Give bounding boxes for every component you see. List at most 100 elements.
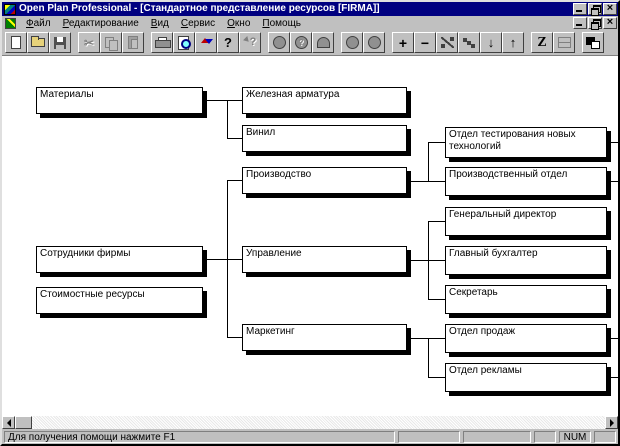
connector-line xyxy=(227,180,228,338)
down-icon: ↓ xyxy=(487,35,495,50)
status-message: Для получения помощи нажмите F1 xyxy=(4,430,395,443)
copy-button xyxy=(100,32,122,53)
statusbar: Для получения помощи нажмите F1 NUM xyxy=(2,429,618,444)
open-file-button[interactable] xyxy=(27,32,49,53)
app-icon[interactable] xyxy=(4,3,16,15)
up-icon: ↑ xyxy=(509,35,517,50)
quad-icon xyxy=(557,37,571,48)
resource-node[interactable]: Главный бухгалтер xyxy=(445,246,607,275)
link-resources-button[interactable] xyxy=(436,32,458,53)
window-title: Open Plan Professional - [Стандартное пр… xyxy=(19,3,380,14)
scrollbar-thumb[interactable] xyxy=(15,416,32,429)
resource-circle-button xyxy=(268,32,290,53)
print-preview-button[interactable] xyxy=(173,32,195,53)
menu-item-сервис[interactable]: Сервис xyxy=(180,17,216,29)
resource-node[interactable]: Железная арматура xyxy=(242,87,407,114)
mdi-restore-button[interactable] xyxy=(588,17,602,30)
zigzag-view-button[interactable]: Z xyxy=(531,32,553,53)
connector-line xyxy=(611,142,618,143)
toolbar-group: ? xyxy=(268,32,334,53)
exchange-icon xyxy=(200,37,213,48)
resource-node[interactable]: Генеральный директор xyxy=(445,207,607,236)
arch-icon xyxy=(316,37,330,48)
resource-node[interactable]: Сотрудники фирмы xyxy=(36,246,203,273)
status-indicator xyxy=(463,430,531,443)
z-icon: Z xyxy=(537,34,547,50)
resource-node[interactable]: Производство xyxy=(242,167,407,194)
cut-icon: ✂ xyxy=(83,35,95,50)
copy-icon xyxy=(105,36,118,51)
connector-line xyxy=(428,142,445,143)
resource-node[interactable]: Отдел рекламы xyxy=(445,363,607,392)
connector-line xyxy=(227,337,242,338)
menu-item-вид[interactable]: Вид xyxy=(150,17,169,29)
outline-levels-button[interactable] xyxy=(458,32,480,53)
resource-node[interactable]: Стоимостные ресурсы xyxy=(36,287,203,314)
steps-icon xyxy=(463,37,467,42)
ctxhelp-icon: ? xyxy=(244,37,257,48)
resource-node[interactable]: Винил xyxy=(242,125,407,152)
resource-node[interactable]: Производственный отдел xyxy=(445,167,607,196)
toolbar-group: ✂ xyxy=(78,32,144,53)
resource-node[interactable]: Секретарь xyxy=(445,285,607,314)
resource-node[interactable]: Управление xyxy=(242,246,407,273)
preview-icon xyxy=(177,36,191,50)
connector-line xyxy=(428,338,429,378)
new-icon xyxy=(11,36,21,49)
mdi-minimize-button[interactable] xyxy=(573,17,587,29)
connector-line xyxy=(428,221,445,222)
connector-line xyxy=(611,181,618,182)
resource-node[interactable]: Маркетинг xyxy=(242,324,407,351)
mdi-document-icon[interactable] xyxy=(5,17,16,29)
toolbar-group xyxy=(341,32,385,53)
close-button[interactable] xyxy=(603,2,617,15)
resource-circle-query-button: ? xyxy=(290,32,312,53)
scroll-left-button[interactable] xyxy=(2,416,15,429)
minimize-button[interactable] xyxy=(573,3,587,15)
restore-button[interactable] xyxy=(588,3,602,16)
toolbar-group: +− ↓ ↑ xyxy=(392,32,524,53)
circle-icon xyxy=(367,36,381,49)
connector-line xyxy=(428,221,429,300)
context-help-button: ? xyxy=(239,32,261,53)
circle-icon xyxy=(272,36,286,49)
arrow-left-icon xyxy=(6,418,11,427)
horizontal-scrollbar xyxy=(2,416,618,429)
menu-item-помощь[interactable]: Помощь xyxy=(262,17,302,29)
exchange-button[interactable] xyxy=(195,32,217,53)
print-button[interactable] xyxy=(151,32,173,53)
arrow-right-icon xyxy=(609,418,614,427)
scrollbar-track[interactable] xyxy=(32,416,605,429)
new-document-button[interactable] xyxy=(5,32,27,53)
status-indicator xyxy=(534,430,556,443)
menu-item-окно[interactable]: Окно xyxy=(227,17,251,29)
help-button[interactable]: ? xyxy=(217,32,239,53)
move-down-button[interactable]: ↓ xyxy=(480,32,502,53)
save-file-button[interactable] xyxy=(49,32,71,53)
new-window-button[interactable] xyxy=(582,32,604,53)
add-resource-button[interactable]: + xyxy=(392,32,414,53)
cut-button: ✂ xyxy=(78,32,100,53)
corner-icon xyxy=(586,36,600,49)
resource-node[interactable]: Материалы xyxy=(36,87,203,114)
resource-node[interactable]: Отдел тестирования новых технологий xyxy=(445,127,607,158)
remove-resource-button[interactable]: − xyxy=(414,32,436,53)
plus-icon: + xyxy=(398,34,408,51)
mdi-close-button[interactable] xyxy=(603,16,617,29)
window-tile-button xyxy=(553,32,575,53)
resource-node[interactable]: Отдел продаж xyxy=(445,324,607,353)
resource-arch-button xyxy=(312,32,334,53)
scroll-right-button[interactable] xyxy=(605,416,618,429)
menubar: Файл Редактирование Вид Сервис Окно Помощь xyxy=(2,16,618,30)
move-up-button[interactable]: ↑ xyxy=(502,32,524,53)
menu-item-редактирование[interactable]: Редактирование xyxy=(62,17,139,29)
help-icon: ? xyxy=(224,35,232,50)
resource-pool-button-2 xyxy=(363,32,385,53)
titlebar: Open Plan Professional - [Стандартное пр… xyxy=(2,2,618,16)
save-icon xyxy=(54,36,66,49)
menu-item-файл[interactable]: Файл xyxy=(26,17,51,29)
connector-line xyxy=(428,299,445,300)
minus-icon: − xyxy=(420,34,430,51)
circle-icon xyxy=(345,36,359,49)
